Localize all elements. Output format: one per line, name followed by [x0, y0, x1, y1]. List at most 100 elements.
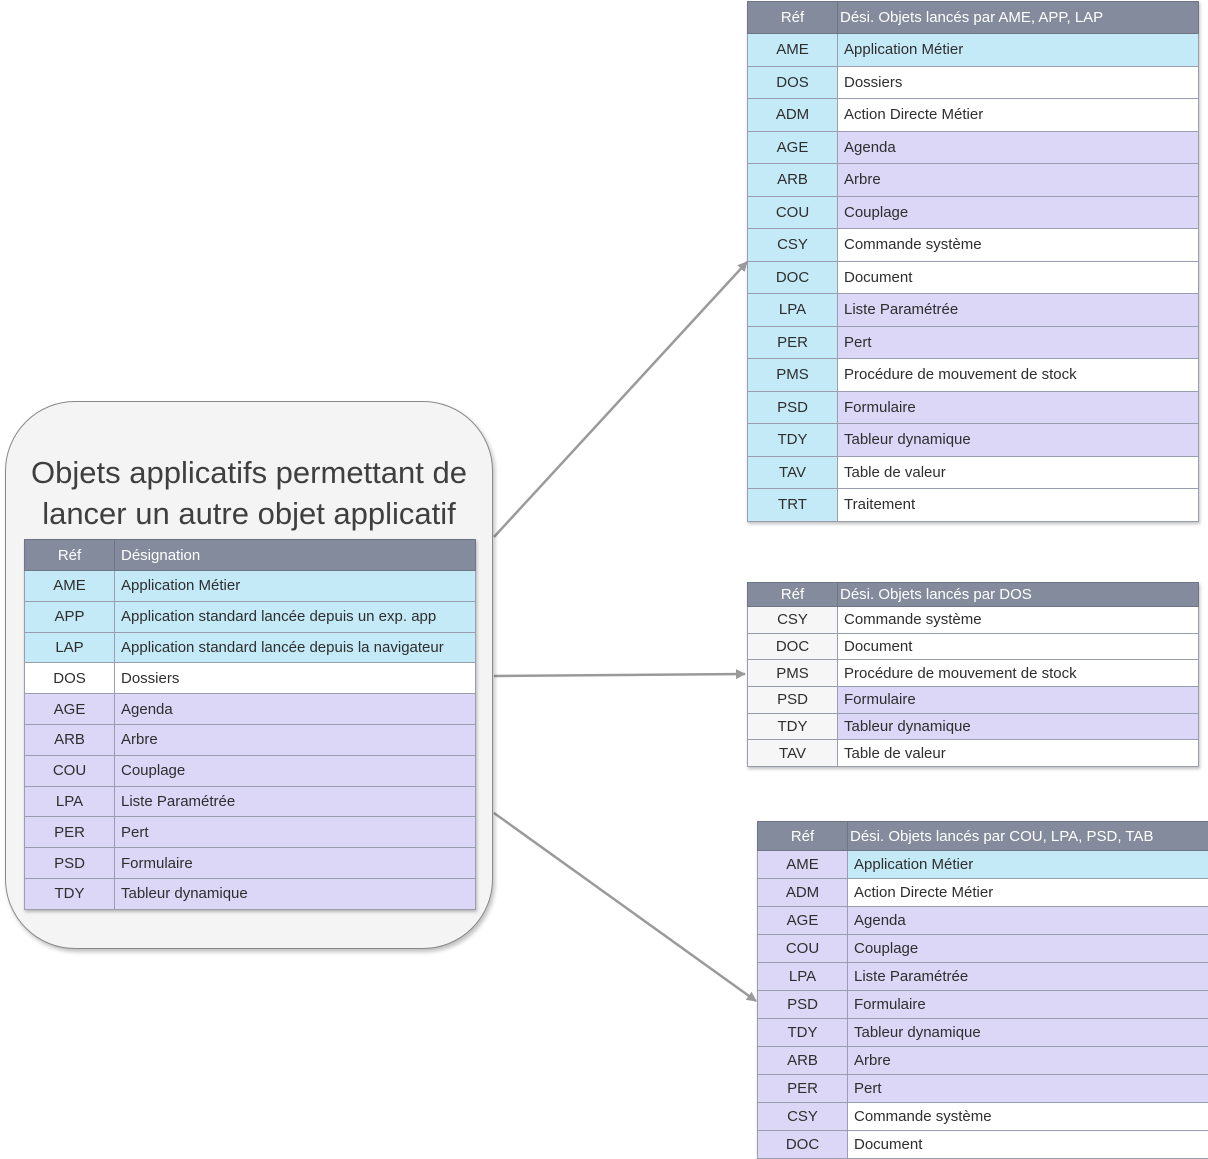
arrow-to-dos-table [493, 669, 746, 680]
row-label: Dossiers [114, 662, 476, 695]
row-ref: PER [757, 1074, 848, 1103]
row-label: Couplage [847, 934, 1208, 963]
row-label: Commande système [847, 1102, 1208, 1131]
row-ref: PER [24, 816, 115, 849]
row-label: Pert [114, 816, 476, 849]
header-ref: Réf [747, 1, 838, 34]
row-ref: PMS [747, 659, 838, 688]
row-ref: ARB [24, 723, 115, 756]
row-ref: PSD [757, 990, 848, 1019]
header-ref: Réf [757, 821, 848, 851]
row-label: Document [837, 260, 1199, 294]
row-label: Table de valeur [837, 455, 1199, 489]
ame-app-lap-table: Réf Dési. Objets lancés par AME, APP, LA… [747, 1, 1199, 522]
row-ref: TRT [747, 488, 838, 522]
row-ref: LAP [24, 631, 115, 664]
row-label: Table de valeur [837, 739, 1199, 768]
row-label: Commande système [837, 228, 1199, 262]
row-label: Agenda [114, 693, 476, 725]
header-label: Dési. Objets lancés par COU, LPA, PSD, T… [847, 821, 1208, 851]
row-ref: APP [24, 600, 115, 633]
row-ref: DOC [757, 1130, 848, 1159]
row-label: Application standard lancée depuis un ex… [114, 600, 476, 633]
row-ref: PMS [747, 358, 838, 392]
row-label: Application Métier [847, 850, 1208, 879]
row-label: Couplage [114, 754, 476, 787]
panel-title-line-1: Objets applicatifs permettant de [31, 455, 467, 490]
row-ref: ADM [757, 878, 848, 907]
row-label: Liste Paramétrée [847, 962, 1208, 991]
row-label: Tableur dynamique [837, 712, 1199, 741]
row-label: Liste Paramétrée [837, 293, 1199, 327]
row-ref: TAV [747, 455, 838, 489]
row-label: Application standard lancée depuis la na… [114, 631, 476, 664]
row-ref: AME [24, 570, 115, 602]
row-label: Action Directe Métier [837, 98, 1199, 132]
row-label: Pert [837, 325, 1199, 359]
row-ref: AGE [757, 906, 848, 935]
row-label: Procédure de mouvement de stock [837, 358, 1199, 392]
row-ref: PSD [24, 847, 115, 879]
row-ref: DOC [747, 632, 838, 661]
row-label: Formulaire [837, 390, 1199, 424]
table-header-row: Réf Désignation [24, 539, 476, 571]
row-ref: CSY [747, 606, 838, 634]
row-label: Formulaire [114, 847, 476, 879]
row-ref: ARB [757, 1046, 848, 1075]
row-label: Pert [847, 1074, 1208, 1103]
panel-title: Objets applicatifs permettant de lancer … [0, 452, 498, 534]
row-label: Agenda [837, 130, 1199, 164]
row-ref: DOC [747, 260, 838, 294]
row-ref: COU [24, 754, 115, 787]
row-ref: AME [757, 850, 848, 879]
row-ref: TDY [747, 423, 838, 457]
header-label: Dési. Objets lancés par AME, APP, LAP [837, 1, 1199, 34]
row-ref: PSD [747, 390, 838, 424]
row-label: Couplage [837, 195, 1199, 229]
row-label: Application Métier [837, 33, 1199, 67]
row-label: Traitement [837, 488, 1199, 522]
row-label: Tableur dynamique [114, 877, 476, 910]
row-ref: CSY [747, 228, 838, 262]
row-label: Action Directe Métier [847, 878, 1208, 907]
row-label: Document [837, 632, 1199, 661]
row-label: Liste Paramétrée [114, 785, 476, 818]
row-ref: COU [747, 195, 838, 229]
cou-lpa-psd-tab-table: Réf Dési. Objets lancés par COU, LPA, PS… [757, 821, 1208, 1159]
row-label: Tableur dynamique [837, 423, 1199, 457]
row-label: Procédure de mouvement de stock [837, 659, 1199, 688]
row-ref: LPA [757, 962, 848, 991]
header-ref: Réf [24, 539, 115, 571]
row-label: Agenda [847, 906, 1208, 935]
table-row: LAP Application standard lancée depuis l… [24, 631, 476, 664]
row-ref: LPA [24, 785, 115, 818]
row-label: Formulaire [837, 686, 1199, 714]
row-ref: ADM [747, 98, 838, 132]
